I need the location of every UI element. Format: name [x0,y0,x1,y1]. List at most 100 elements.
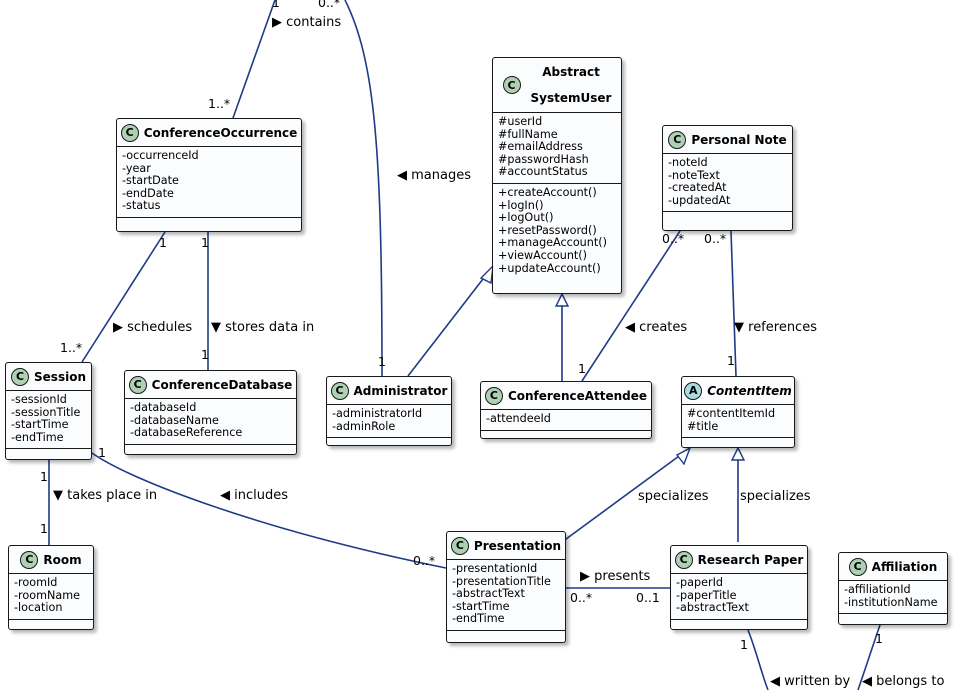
attribute: -abstractText [676,601,749,615]
multiplicity: 0..* [413,553,436,568]
attribute: -databaseName [130,413,219,427]
class-badge-icon: C [848,557,867,576]
class-badge-icon: C [20,550,39,569]
attribute: -startDate [122,174,179,188]
multiplicity: 1 [272,0,280,10]
class-personal-note[interactable]: C Personal Note -noteId -noteText -creat… [662,125,793,231]
attributes-section: -attendeeId [481,409,651,430]
attribute: -sessionId [11,393,67,406]
generalization-arrow-systemuser-bottom [554,292,570,307]
class-badge-icon: C [450,536,469,555]
class-header: C ConferenceAttendee [481,382,651,409]
class-badge-icon: C [120,123,139,142]
edge-references [730,230,737,377]
attribute: -endTime [452,612,505,626]
class-presentation[interactable]: C Presentation -presentationId -presenta… [446,531,566,643]
attribute: -updatedAt [668,193,731,207]
attribute: #userId [498,115,543,128]
class-system-user[interactable]: C Abstract SystemUser #userId #fullName … [492,57,622,294]
edge-includes [91,452,447,569]
class-badge-icon: C [674,550,693,569]
attribute: -noteText [668,168,720,182]
attribute: #contentItemId [687,407,776,420]
attribute: -location [14,601,63,615]
class-content-item[interactable]: A ContentItem #contentItemId #title [681,376,795,448]
method: +logIn() [498,198,544,212]
class-conference-attendee[interactable]: C ConferenceAttendee -attendeeId [480,381,652,439]
class-room[interactable]: C Room -roomId -roomName -location [8,545,94,630]
methods-section: +createAccount() +logIn() +logOut() +res… [493,182,621,279]
generalization-arrow-contentitem-left [675,446,692,466]
method: +createAccount() [498,185,597,199]
abstract-badge-icon: A [684,381,703,400]
label-belongs-to: ◀ belongs to [862,674,945,689]
label-contains: ▶ contains [272,15,342,30]
class-name: Session [34,369,86,384]
class-affiliation[interactable]: C Affiliation -affiliationId -institutio… [838,552,948,625]
class-badge-icon: C [128,375,147,394]
attribute: -sessionTitle [11,405,81,419]
multiplicity: 1 [578,361,586,376]
attribute: -startTime [11,418,69,432]
class-badge-icon: C [11,367,30,386]
attribute: -status [122,199,161,213]
attribute: -createdAt [668,181,727,195]
class-header: C ConferenceOccurrence [117,119,301,146]
class-conference-occurrence[interactable]: C ConferenceOccurrence -occurrenceId -ye… [116,118,302,232]
methods-section [6,448,91,454]
methods-section [327,437,451,443]
class-administrator[interactable]: C Administrator -administratorId -adminR… [326,376,452,446]
multiplicity: 1 [727,353,735,368]
attribute: -startTime [452,599,510,613]
attributes-section: -sessionId -sessionTitle -startTime -end… [6,390,91,448]
attribute: -adminRole [332,419,396,433]
class-name: Room [43,552,82,567]
label-stores-data-in: ▼ stores data in [211,320,315,335]
attributes-section: -databaseId -databaseName -databaseRefer… [125,398,296,444]
class-header: C Personal Note [663,126,792,153]
class-name: ContentItem [707,383,792,398]
multiplicity: 1 [875,631,883,646]
class-conference-database[interactable]: C ConferenceDatabase -databaseId -databa… [124,370,297,455]
class-session[interactable]: C Session -sessionId -sessionTitle -star… [5,362,92,460]
attribute: -affiliationId [844,583,911,596]
attributes-section: -affiliationId -institutionName [839,580,947,613]
attribute: -abstractText [452,587,525,601]
class-header: A ContentItem [682,377,794,404]
class-badge-icon: C [330,381,349,400]
methods-section [663,211,792,220]
attribute: -roomName [14,588,80,602]
class-header: C Session [6,363,91,390]
multiplicity: 1 [378,354,386,369]
edge-schedules [81,231,166,363]
attribute: -paperId [676,576,723,589]
attribute: #title [687,419,719,433]
multiplicity: 0..* [704,231,727,246]
class-research-paper[interactable]: C Research Paper -paperId -paperTitle -a… [670,545,808,630]
methods-section [682,437,794,443]
class-name: Presentation [473,538,562,553]
attribute: -endTime [11,430,64,444]
methods-section [481,429,651,436]
attributes-section: -noteId -noteText -createdAt -updatedAt [663,153,792,211]
attribute: -endDate [122,186,174,200]
methods-section [447,629,565,636]
edge-belongs-to [857,624,881,690]
attributes-section: #contentItemId #title [682,404,794,437]
multiplicity: 0..* [662,231,685,246]
edge-manages [344,0,383,377]
methods-section [9,618,93,625]
multiplicity: 1 [201,235,209,250]
attribute: -roomId [14,576,58,589]
class-name: Personal Note [691,132,787,147]
label-includes: ◀ includes [220,488,289,503]
class-name: Research Paper [697,552,804,567]
edge-administrator-generalization [407,265,494,377]
edge-creates [581,230,681,382]
multiplicity: 1..* [60,340,83,355]
attribute: #accountStatus [498,165,588,179]
methods-section [117,216,301,223]
multiplicity: 1 [40,521,48,536]
multiplicity: 1 [98,445,106,460]
